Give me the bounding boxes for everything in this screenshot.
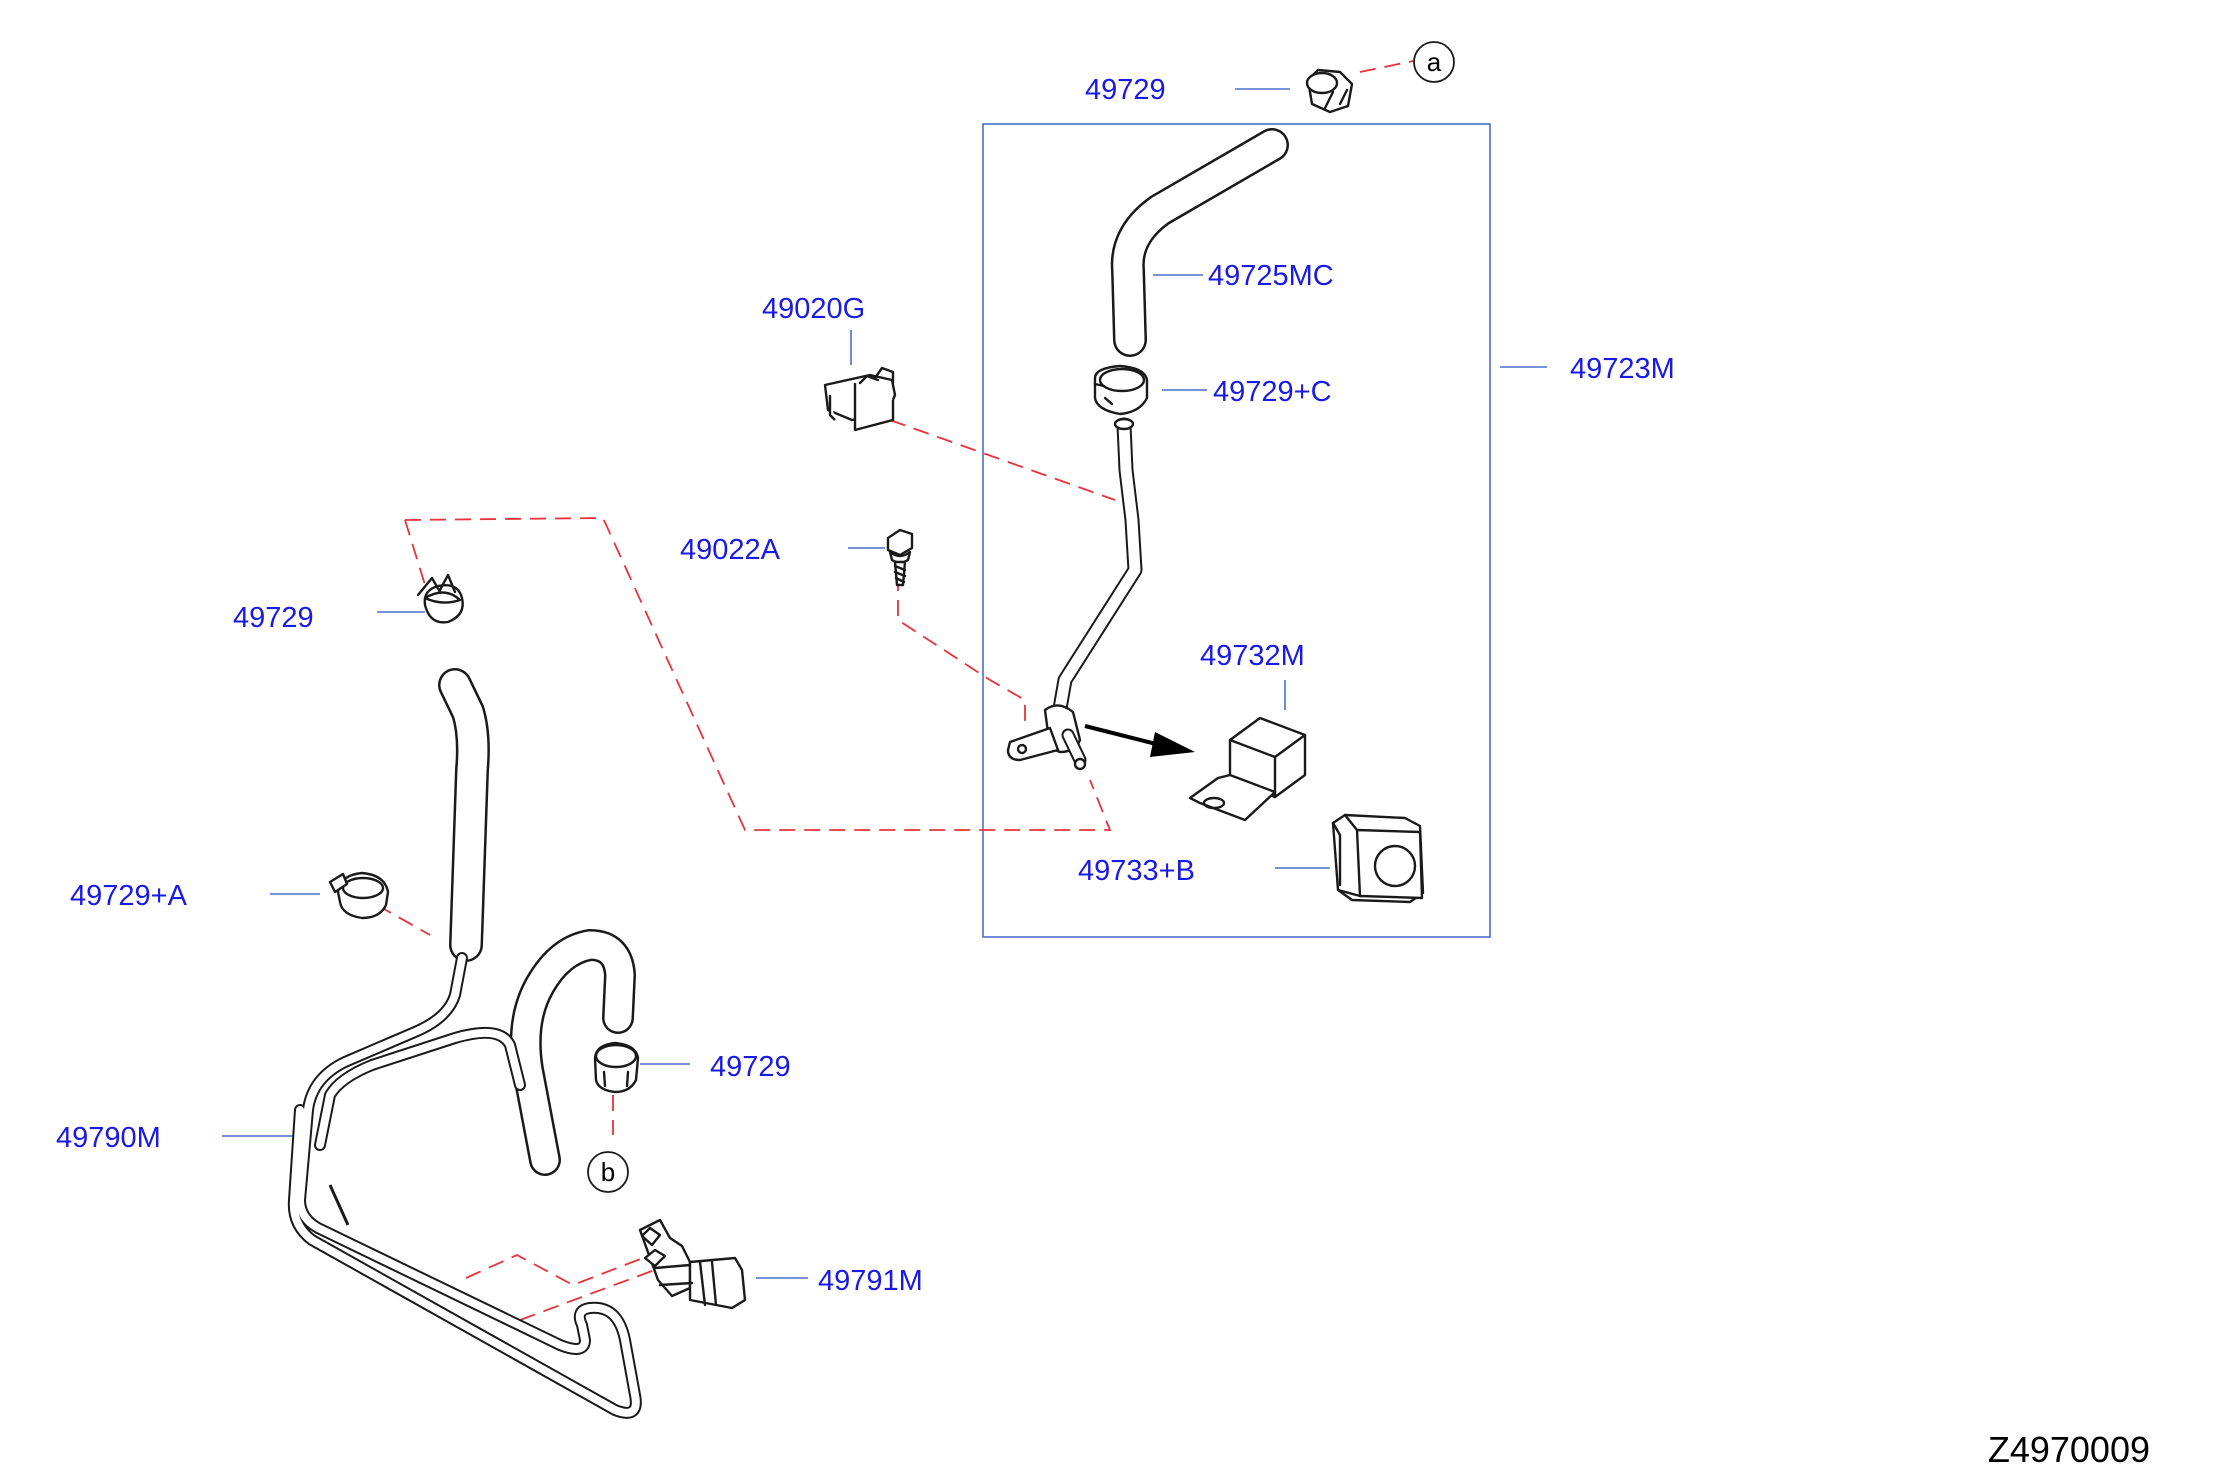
label-49729A: 49729+A (70, 880, 188, 912)
label-49022A: 49022A (680, 534, 781, 566)
callout-b: b (587, 1151, 629, 1193)
clip-49020G (823, 366, 897, 432)
label-49733B: 49733+B (1078, 855, 1195, 887)
callout-a: a (1413, 41, 1455, 83)
dashed-links (376, 59, 1419, 1321)
label-49791M: 49791M (818, 1265, 923, 1297)
label-49020G: 49020G (762, 293, 865, 325)
clip-49791M (638, 1218, 747, 1310)
bolt-49022A (886, 528, 914, 587)
label-49729-top: 49729 (1085, 74, 1166, 106)
diagram-code: Z4970009 (1988, 1429, 2150, 1470)
pipe-49723M (1006, 417, 1143, 771)
clamp-49729A (328, 871, 390, 920)
leader-lines (222, 88, 1547, 1279)
label-49725MC: 49725MC (1208, 260, 1334, 292)
label-49732M: 49732M (1200, 640, 1305, 672)
cap-49729-bottom (593, 1041, 640, 1094)
assembly-box-49723M (982, 123, 1491, 938)
label-49790M: 49790M (56, 1122, 161, 1154)
bracket-49732M (1188, 716, 1307, 822)
direction-arrow (1084, 724, 1195, 757)
hose-49725MC (1110, 128, 1289, 357)
callout-b-letter: b (601, 1157, 615, 1187)
label-49729C: 49729+C (1213, 376, 1332, 408)
grommet-49733B (1331, 813, 1425, 904)
cap-49729-top (1305, 68, 1354, 114)
label-49723M: 49723M (1570, 353, 1675, 385)
callout-a-letter: a (1427, 47, 1442, 77)
clamp-49729-left (416, 573, 464, 624)
label-49729-left: 49729 (233, 602, 314, 634)
clamp-49729C (1093, 364, 1149, 416)
label-49729-bottom: 49729 (710, 1051, 791, 1083)
hose-assembly-49790M (287, 668, 642, 1419)
